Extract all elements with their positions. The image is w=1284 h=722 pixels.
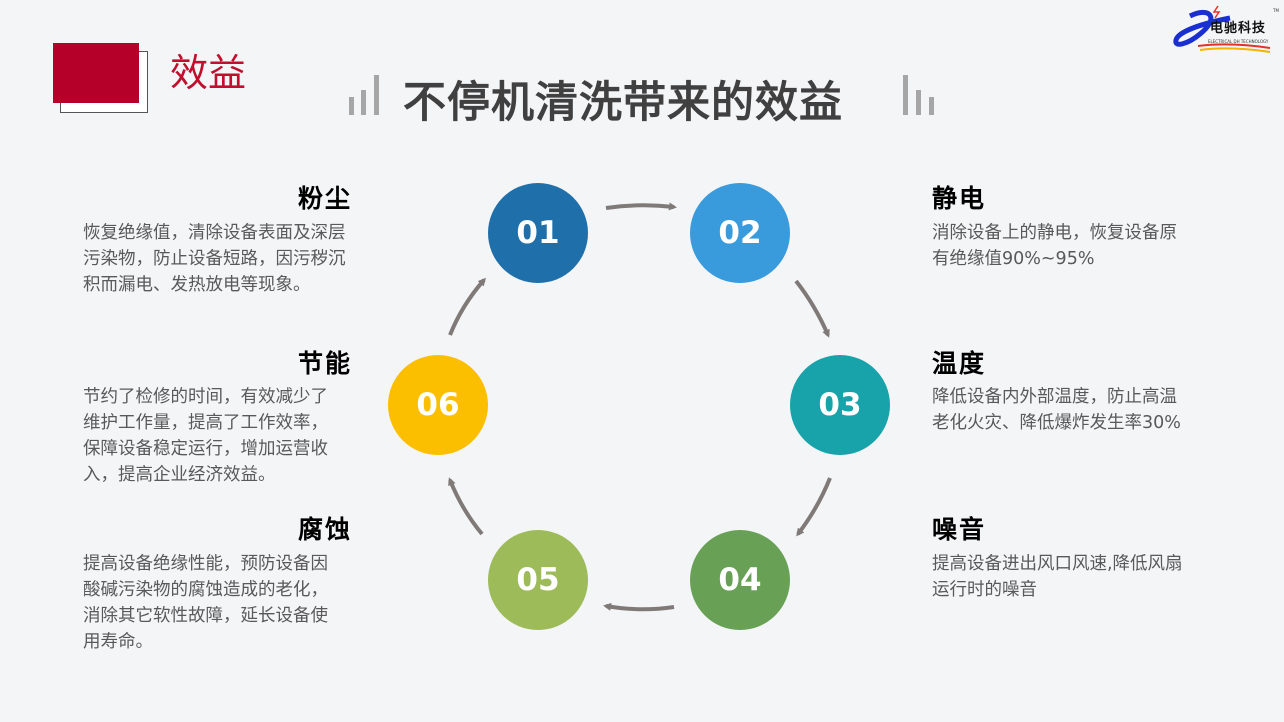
logo-text: 电驰科技 bbox=[1210, 21, 1267, 36]
step-number: 01 bbox=[516, 215, 560, 251]
step-circle-01: 01 bbox=[488, 183, 588, 283]
step-circle-03: 03 bbox=[790, 355, 890, 455]
title-bar-decor bbox=[903, 75, 908, 115]
title-bar-decor bbox=[374, 75, 379, 115]
step-title-01: 粉尘 bbox=[297, 184, 352, 213]
title-bar-decor bbox=[361, 90, 366, 115]
arrow-01-02 bbox=[605, 202, 677, 211]
step-circle-04: 04 bbox=[690, 530, 790, 630]
arrow-03-04 bbox=[796, 477, 832, 537]
arrow-04-05 bbox=[603, 602, 675, 612]
desc-line: 提高设备绝缘性能，预防设备因 bbox=[83, 554, 328, 574]
step-desc-06: 节约了检修的时间，有效减少了 维护工作量，提高了工作效率， 保障设备稳定运行，增… bbox=[83, 384, 328, 488]
desc-line: 老化火灾、降低爆炸发生率30% bbox=[932, 413, 1181, 433]
title-bar-decor bbox=[916, 90, 921, 115]
desc-line: 消除设备上的静电，恢复设备原 bbox=[932, 223, 1177, 243]
step-circle-05: 05 bbox=[488, 530, 588, 630]
step-number: 03 bbox=[818, 387, 862, 423]
step-title-05: 腐蚀 bbox=[297, 515, 352, 544]
section-marker bbox=[53, 43, 139, 103]
step-number: 04 bbox=[718, 562, 762, 598]
step-number: 05 bbox=[516, 562, 560, 598]
step-circle-02: 02 bbox=[690, 183, 790, 283]
title-bar-decor bbox=[929, 97, 934, 115]
step-desc-03: 降低设备内外部温度，防止高温 老化火灾、降低爆炸发生率30% bbox=[932, 384, 1181, 436]
logo-tm: TM bbox=[1273, 8, 1279, 13]
title-bar-decor bbox=[349, 97, 354, 115]
step-title-06: 节能 bbox=[297, 349, 352, 378]
desc-line: 恢复绝缘值，清除设备表面及深层 bbox=[83, 223, 346, 243]
arrow-06-01 bbox=[448, 277, 486, 336]
desc-line: 提高设备进出风口风速,降低风扇 bbox=[932, 554, 1183, 574]
step-number: 02 bbox=[718, 215, 762, 251]
desc-line: 入，提高企业经济效益。 bbox=[83, 465, 276, 485]
step-circle-06: 06 bbox=[388, 355, 488, 455]
main-title: 不停机清洗带来的效益 bbox=[403, 78, 843, 128]
step-title-02: 静电 bbox=[932, 184, 987, 213]
logo-swoosh-icon bbox=[1173, 5, 1271, 53]
desc-line: 节约了检修的时间，有效减少了 bbox=[83, 387, 328, 407]
desc-line: 运行时的噪音 bbox=[932, 580, 1037, 600]
desc-line: 降低设备内外部温度，防止高温 bbox=[932, 387, 1177, 407]
arrow-05-06 bbox=[448, 477, 484, 536]
arrow-02-03 bbox=[794, 279, 830, 338]
step-desc-02: 消除设备上的静电，恢复设备原 有绝缘值90%~95% bbox=[932, 220, 1177, 272]
desc-line: 消除其它软性故障，延长设备使 bbox=[83, 606, 328, 626]
desc-line: 污染物，防止设备短路，因污秽沉 bbox=[83, 249, 346, 269]
desc-line: 积而漏电、发热放电等现象。 bbox=[83, 275, 311, 295]
step-title-04: 噪音 bbox=[932, 515, 987, 544]
desc-line: 酸碱污染物的腐蚀造成的老化， bbox=[83, 580, 328, 600]
step-desc-04: 提高设备进出风口风速,降低风扇 运行时的噪音 bbox=[932, 551, 1183, 603]
step-desc-01: 恢复绝缘值，清除设备表面及深层 污染物，防止设备短路，因污秽沉 积而漏电、发热放… bbox=[83, 220, 346, 298]
company-logo: 电驰科技 ELECTRICAL DH TECHNOLOGY TM bbox=[1170, 4, 1280, 56]
desc-line: 用寿命。 bbox=[83, 632, 153, 652]
desc-line: 有绝缘值90%~95% bbox=[932, 249, 1095, 269]
desc-line: 保障设备稳定运行，增加运营收 bbox=[83, 439, 328, 459]
step-number: 06 bbox=[416, 387, 460, 423]
logo-subtitle: ELECTRICAL DH TECHNOLOGY bbox=[1208, 39, 1269, 44]
desc-line: 维护工作量，提高了工作效率， bbox=[83, 413, 328, 433]
step-desc-05: 提高设备绝缘性能，预防设备因 酸碱污染物的腐蚀造成的老化， 消除其它软性故障，延… bbox=[83, 551, 328, 655]
section-title: 效益 bbox=[170, 51, 247, 95]
step-title-03: 温度 bbox=[932, 349, 987, 378]
